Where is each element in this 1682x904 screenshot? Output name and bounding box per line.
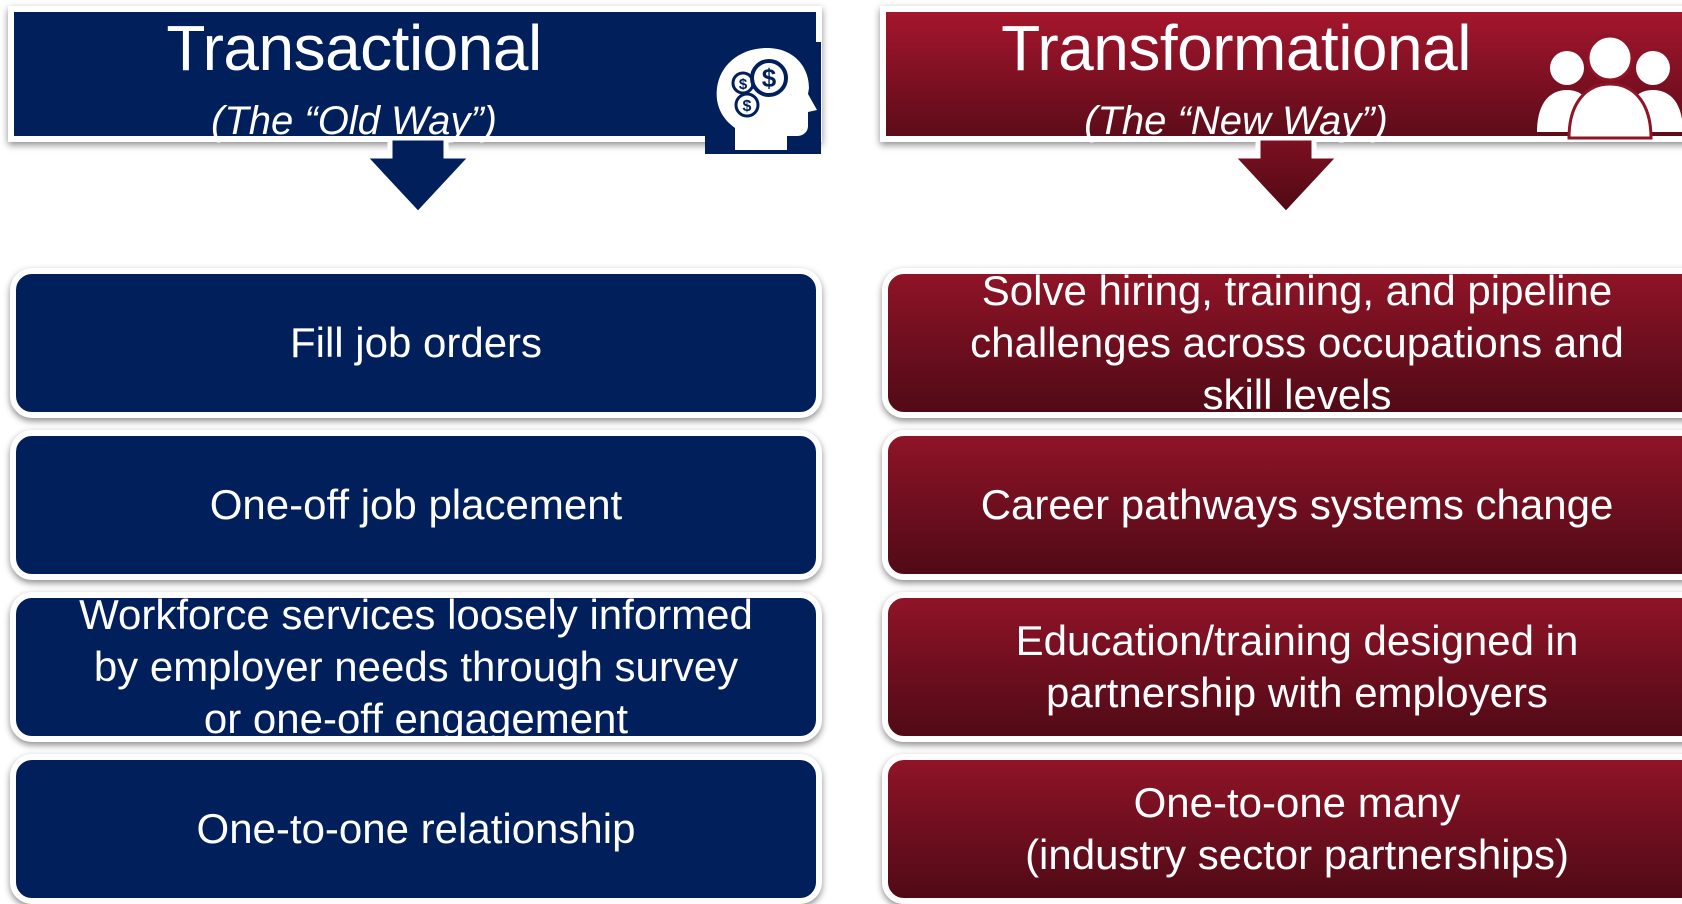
transformational-item-3: Education/training designed in partnersh…: [882, 592, 1682, 742]
transactional-subtitle: (The “Old Way”): [211, 99, 497, 143]
transactional-item-1: Fill job orders: [10, 268, 822, 418]
transformational-item-1: Solve hiring, training, and pipeline cha…: [882, 268, 1682, 418]
svg-text:$: $: [762, 63, 777, 93]
svg-text:$: $: [743, 98, 752, 115]
transformational-item-4: One-to-one many (industry sector partner…: [882, 754, 1682, 904]
transactional-header: Transactional (The “Old Way”): [8, 6, 822, 143]
transactional-item-2-text: One-off job placement: [209, 481, 623, 528]
transformational-item-3-text: Education/training designed in partnersh…: [1015, 617, 1579, 716]
transformational-down-arrow: [1230, 138, 1342, 218]
transformational-subtitle: (The “New Way”): [1084, 99, 1388, 143]
transactional-item-4-text: One-to-one relationship: [196, 805, 636, 852]
people-group-icon: [1537, 34, 1682, 140]
transactional-item-3-text: Workforce services loosely informed by e…: [79, 592, 753, 742]
transactional-item-3: Workforce services loosely informed by e…: [10, 592, 822, 742]
transformational-title: Transformational: [1001, 12, 1471, 84]
transformational-item-2-text: Career pathways systems change: [980, 481, 1614, 528]
transformational-item-2: Career pathways systems change: [882, 430, 1682, 580]
head-with-coins-icon: $ $ $: [705, 42, 821, 154]
transactional-down-arrow: [362, 138, 474, 218]
transformational-header: Transformational (The “New Way”): [880, 6, 1682, 143]
transactional-item-1-text: Fill job orders: [289, 319, 543, 366]
transactional-item-4: One-to-one relationship: [10, 754, 822, 904]
transactional-item-2: One-off job placement: [10, 430, 822, 580]
svg-text:$: $: [739, 76, 748, 93]
transactional-title: Transactional: [166, 12, 542, 84]
transformational-item-4-text: One-to-one many (industry sector partner…: [1025, 779, 1569, 878]
transformational-item-1-text: Solve hiring, training, and pipeline cha…: [970, 268, 1624, 418]
